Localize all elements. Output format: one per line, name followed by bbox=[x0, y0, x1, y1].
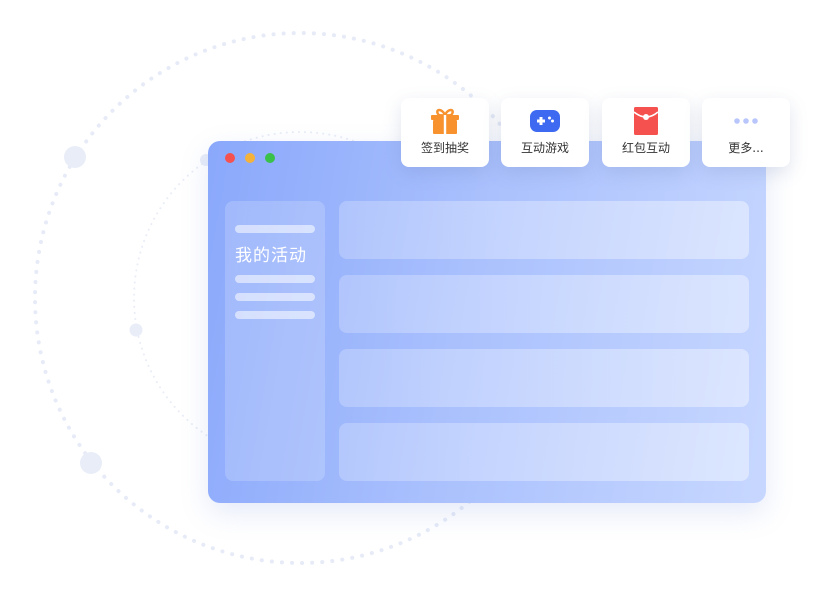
content-row-placeholder bbox=[339, 201, 749, 259]
feature-card-red-envelope[interactable]: 红包互动 bbox=[602, 98, 690, 167]
feature-card-checkin-lottery[interactable]: 签到抽奖 bbox=[401, 98, 489, 167]
app-window-mockup: 我的活动 bbox=[208, 141, 766, 503]
sidebar-placeholder-line bbox=[235, 275, 315, 283]
feature-card-label: 签到抽奖 bbox=[420, 141, 469, 155]
orbit-bubble-large bbox=[64, 146, 86, 168]
gift-icon bbox=[429, 107, 461, 135]
window-maximize-dot bbox=[265, 153, 275, 163]
content-row-placeholder bbox=[339, 275, 749, 333]
sidebar-title: 我的活动 bbox=[235, 246, 307, 266]
more-dots-icon bbox=[730, 107, 762, 135]
sidebar-panel: 我的活动 bbox=[225, 201, 325, 481]
window-minimize-dot bbox=[245, 153, 255, 163]
sidebar-placeholder-line bbox=[235, 311, 315, 319]
feature-card-label: 红包互动 bbox=[621, 141, 670, 155]
gamepad-icon bbox=[529, 107, 561, 135]
content-row-placeholder bbox=[339, 349, 749, 407]
sidebar-placeholder-line bbox=[235, 225, 315, 233]
feature-card-label: 更多... bbox=[728, 141, 764, 155]
sidebar-placeholder-line bbox=[235, 293, 315, 301]
window-close-dot bbox=[225, 153, 235, 163]
orbit-bubble-medium bbox=[80, 452, 102, 474]
orbit-bubble-small bbox=[129, 323, 143, 337]
content-row-placeholder bbox=[339, 423, 749, 481]
feature-card-more[interactable]: 更多... bbox=[702, 98, 790, 167]
red-envelope-icon bbox=[630, 107, 662, 135]
feature-card-label: 互动游戏 bbox=[520, 141, 569, 155]
feature-card-interactive-game[interactable]: 互动游戏 bbox=[501, 98, 589, 167]
